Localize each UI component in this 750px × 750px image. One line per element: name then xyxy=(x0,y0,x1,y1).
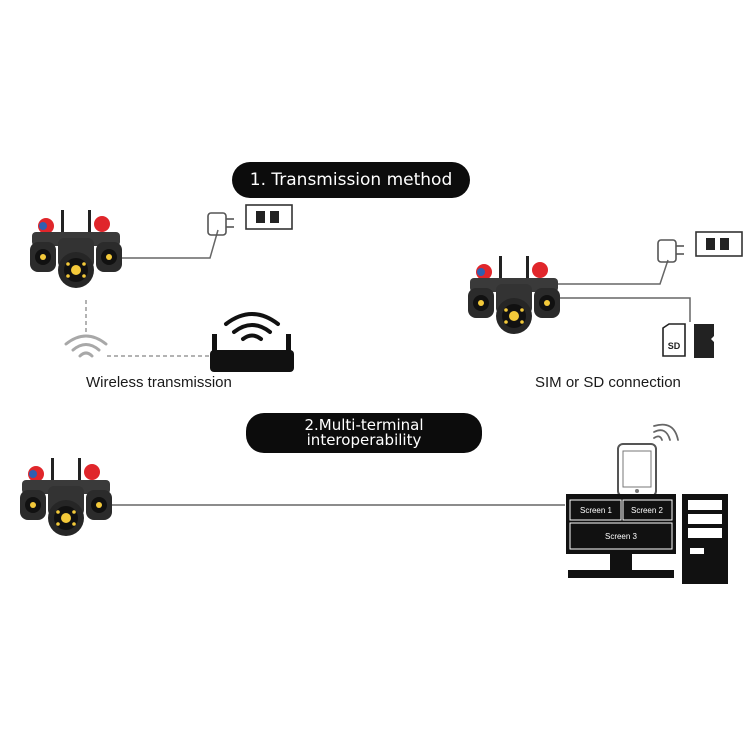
power-adapter-icon xyxy=(207,212,234,236)
wifi-signal-icon xyxy=(653,423,679,441)
sim-sd-connection-caption: SIM or SD connection xyxy=(535,374,681,391)
sd-card-icon: SD xyxy=(662,323,686,357)
screen-2-label: Screen 2 xyxy=(631,506,664,515)
card-cable xyxy=(556,297,691,322)
screen-1-label: Screen 1 xyxy=(580,506,613,515)
computer-tower xyxy=(682,494,728,584)
wifi-icon xyxy=(64,334,108,358)
section-1-title: 1. Transmission method xyxy=(232,162,470,198)
power-cable-2 xyxy=(556,259,669,285)
screen-3-label: Screen 3 xyxy=(605,532,638,541)
section-2-title-line-2: interoperability xyxy=(306,431,422,449)
wireless-transmission-caption: Wireless transmission xyxy=(86,374,232,391)
sd-card-label: SD xyxy=(668,341,681,351)
smartphone-icon xyxy=(617,443,657,497)
power-outlet-icon xyxy=(695,231,743,257)
power-outlet-icon xyxy=(245,204,293,230)
section-2-title-line-1: 2.Multi-terminal xyxy=(304,416,424,434)
sim-card-icon xyxy=(694,324,714,358)
monitor: Screen 1 Screen 2 Screen 3 xyxy=(566,494,676,578)
desktop-computer-icon: Screen 1 Screen 2 Screen 3 xyxy=(566,494,728,584)
power-cable-1 xyxy=(118,229,219,259)
power-adapter-icon xyxy=(657,239,684,263)
router-icon xyxy=(210,312,294,372)
section-2-title: 2.Multi-terminal interoperability xyxy=(246,413,482,453)
